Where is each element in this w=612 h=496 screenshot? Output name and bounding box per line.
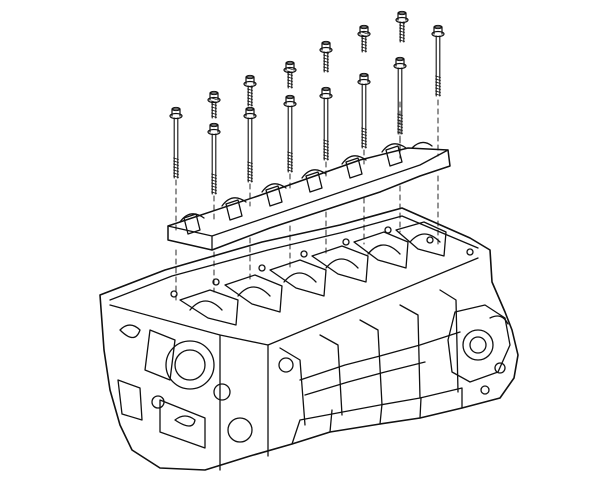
bolt (243, 74, 257, 107)
bolt (319, 40, 333, 73)
bolt (169, 106, 183, 179)
bolt (207, 90, 221, 119)
bearing-cap-girdle (167, 141, 451, 251)
bolt-alignment-lines (175, 99, 439, 303)
main-bearing-bolts (169, 10, 445, 195)
bolt (207, 122, 221, 195)
bolt (319, 86, 333, 161)
bolt (283, 94, 297, 173)
bolt (357, 72, 371, 149)
bolt (431, 24, 445, 97)
bolt (393, 56, 407, 135)
bolt (357, 24, 371, 53)
engine-block (99, 207, 519, 471)
bolt (395, 10, 409, 43)
bolt (243, 106, 257, 183)
bolt (283, 60, 297, 89)
